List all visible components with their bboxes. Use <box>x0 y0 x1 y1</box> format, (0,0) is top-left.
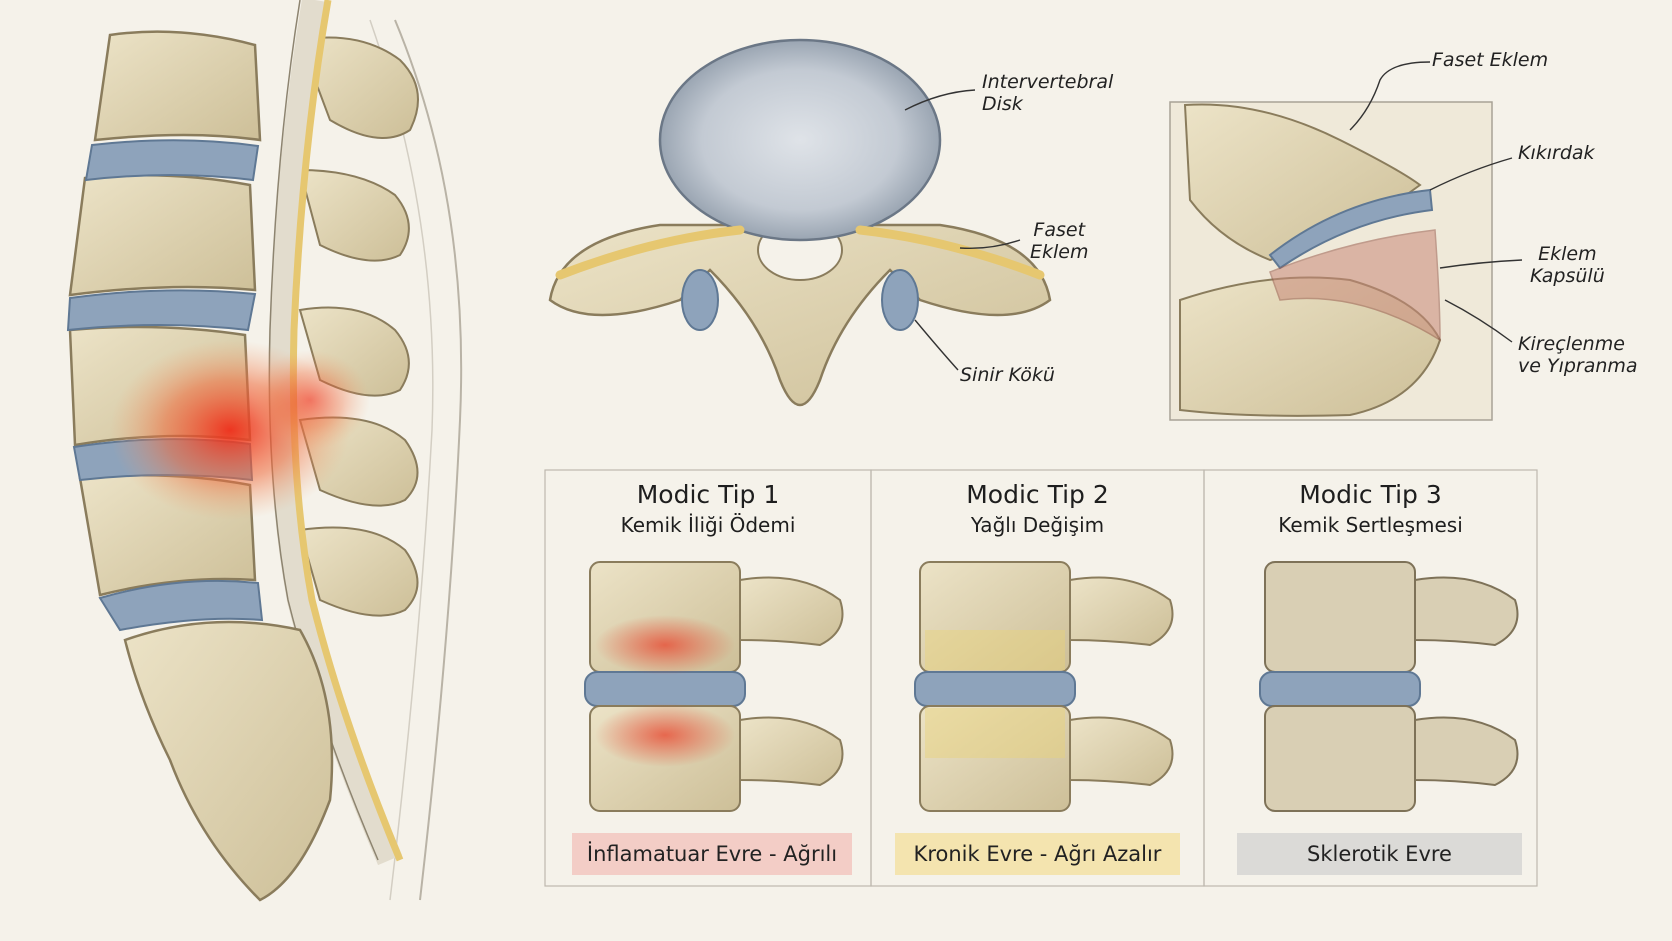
sacrum <box>123 620 334 902</box>
capsule-line2: Kapsülü <box>1530 264 1605 287</box>
vertebra-l2 <box>68 173 257 297</box>
modic1-title: Modic Tip 1 <box>636 480 780 509</box>
modic3-heading: Modic Tip 3 Kemik Sertleşmesi <box>1204 480 1537 537</box>
modic2-heading: Modic Tip 2 Yağlı Değişim <box>871 480 1204 537</box>
modic2-title: Modic Tip 2 <box>966 480 1109 509</box>
modic3-title: Modic Tip 3 <box>1299 480 1442 509</box>
modic1-stage-tag: İnflamatuar Evre - Ağrılı <box>586 842 838 866</box>
spinous-processes <box>298 36 419 617</box>
degeneration-line1: Kireçlenme <box>1518 333 1625 355</box>
modic-panels <box>544 469 1538 887</box>
axial-facet-line2: Eklem <box>1030 240 1089 263</box>
axial-disc <box>658 38 942 242</box>
label-axial-facet: Faset Eklem <box>1030 219 1089 264</box>
modic3-vertebrae <box>1259 561 1519 812</box>
disc-label-line1: Intervertebral <box>982 71 1114 93</box>
disc-label-line2: Disk <box>982 92 1023 115</box>
label-joint-capsule: Eklem Kapsülü <box>1530 243 1605 288</box>
modic2-stage-tag: Kronik Evre - Ağrı Azalır <box>913 842 1162 866</box>
back-contour <box>394 19 463 901</box>
modic1-heading: Modic Tip 1 Kemik İliği Ödemi <box>545 480 871 537</box>
modic1-vertebrae <box>584 561 844 812</box>
modic2-vertebrae <box>914 561 1174 812</box>
degeneration-line2: ve Yıpranma <box>1518 354 1638 377</box>
posterior-arch <box>548 223 1052 407</box>
label-degeneration: Kireçlenme ve Yıpranma <box>1518 333 1638 378</box>
axial-facet-line1: Faset <box>1033 219 1086 241</box>
label-cartilage: Kıkırdak <box>1518 142 1595 164</box>
cartilage-layer <box>1268 188 1434 270</box>
nerve-roots <box>555 225 1045 280</box>
modic1-subtitle: Kemik İliği Ödemi <box>620 513 796 537</box>
axial-leader-lines <box>904 89 1021 371</box>
sagittal-spine <box>66 0 463 902</box>
modic2-subtitle: Yağlı Değişim <box>970 513 1105 537</box>
capsule-line1: Eklem <box>1538 243 1597 265</box>
facet-leader-lines <box>1349 61 1523 343</box>
axial-facets <box>681 269 919 331</box>
label-nerve-root: Sinir Kökü <box>960 364 1055 386</box>
back-contour-inner <box>369 19 434 901</box>
joint-capsule <box>1269 229 1441 342</box>
modic3-stage-tag: Sklerotik Evre <box>1307 842 1452 866</box>
label-facet-joint: Faset Eklem <box>1432 49 1549 71</box>
axial-vertebra <box>548 38 1052 407</box>
facet-joint-closeup <box>1169 61 1523 421</box>
label-intervertebral-disc: Intervertebral Disk <box>982 71 1114 116</box>
modic3-subtitle: Kemik Sertleşmesi <box>1278 513 1463 537</box>
vertebra-l1 <box>93 30 262 142</box>
